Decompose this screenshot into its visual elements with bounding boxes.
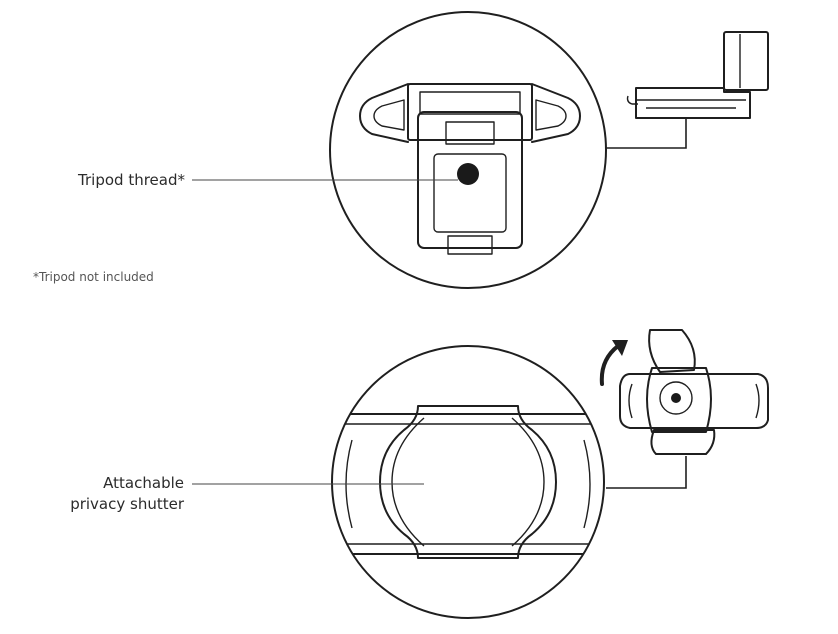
tripod-footnote: *Tripod not included xyxy=(33,270,154,284)
tripod-mount-detail-icon xyxy=(329,11,607,289)
privacy-shutter-label: Attachable privacy shutter xyxy=(0,473,184,515)
privacy-shutter-label-line2: privacy shutter xyxy=(70,495,184,513)
webcam-with-shutter-icon xyxy=(619,329,769,455)
webcam-on-monitor-icon xyxy=(626,31,769,119)
tripod-thread-label: Tripod thread* xyxy=(78,171,185,189)
privacy-shutter-detail-icon xyxy=(331,345,605,619)
rotate-arrow-icon xyxy=(599,340,628,386)
privacy-shutter-label-line1: Attachable xyxy=(103,474,184,492)
